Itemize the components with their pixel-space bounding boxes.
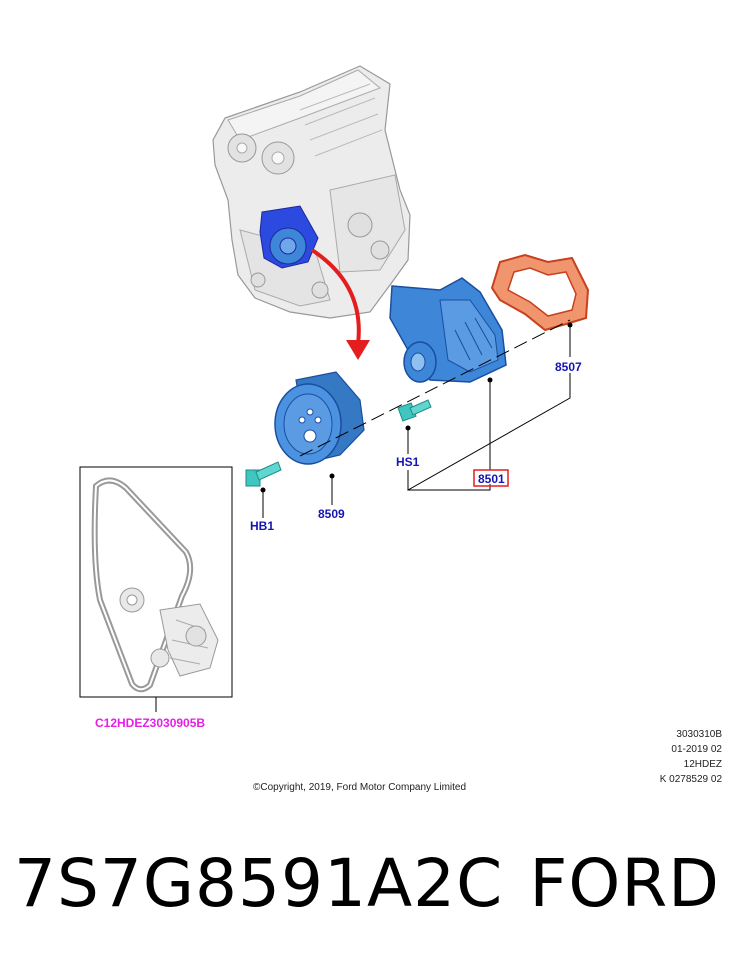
copyright-notice: ©Copyright, 2019, Ford Motor Company Lim… <box>253 782 467 793</box>
gasket-part <box>490 253 590 332</box>
pulley-part <box>274 371 365 465</box>
assembly-axis-line <box>299 319 571 457</box>
water-pump-part <box>389 277 507 383</box>
brand-name: FORD <box>529 844 720 922</box>
callout-8501[interactable]: 8501 <box>478 472 505 486</box>
info-line-3: 12HDEZ <box>683 759 722 770</box>
part-number: 7S7G8591A2C <box>14 844 504 922</box>
reference-view-label[interactable]: C12HDEZ3030905B <box>95 716 205 730</box>
location-arrow <box>310 248 370 360</box>
callout-8509[interactable]: 8509 <box>318 507 345 521</box>
reference-view <box>79 466 233 712</box>
leader-dot-8507 <box>567 322 573 328</box>
callout-8507[interactable]: 8507 <box>555 360 582 374</box>
part-number-banner: 7S7G8591A2C FORD <box>14 838 720 928</box>
illustration-info-block: 3030310B 01-2019 02 12HDEZ K 0278529 02 <box>660 727 722 787</box>
info-line-1: 3030310B <box>676 729 722 740</box>
callout-8501-highlight-box <box>473 469 509 487</box>
leader-dot-8509 <box>329 473 335 479</box>
callout-hb1[interactable]: HB1 <box>250 519 274 533</box>
bolt-hs1 <box>397 399 432 422</box>
leader-dot-hb1 <box>260 487 266 493</box>
engine-illustration <box>212 65 411 319</box>
leader-dot-8501 <box>487 377 493 383</box>
info-line-4: K 0278529 02 <box>659 774 722 785</box>
callout-hs1[interactable]: HS1 <box>396 455 420 469</box>
bolt-hb1 <box>245 461 282 487</box>
info-line-2: 01-2019 02 <box>671 744 722 755</box>
leader-dot-hs1 <box>405 425 411 431</box>
